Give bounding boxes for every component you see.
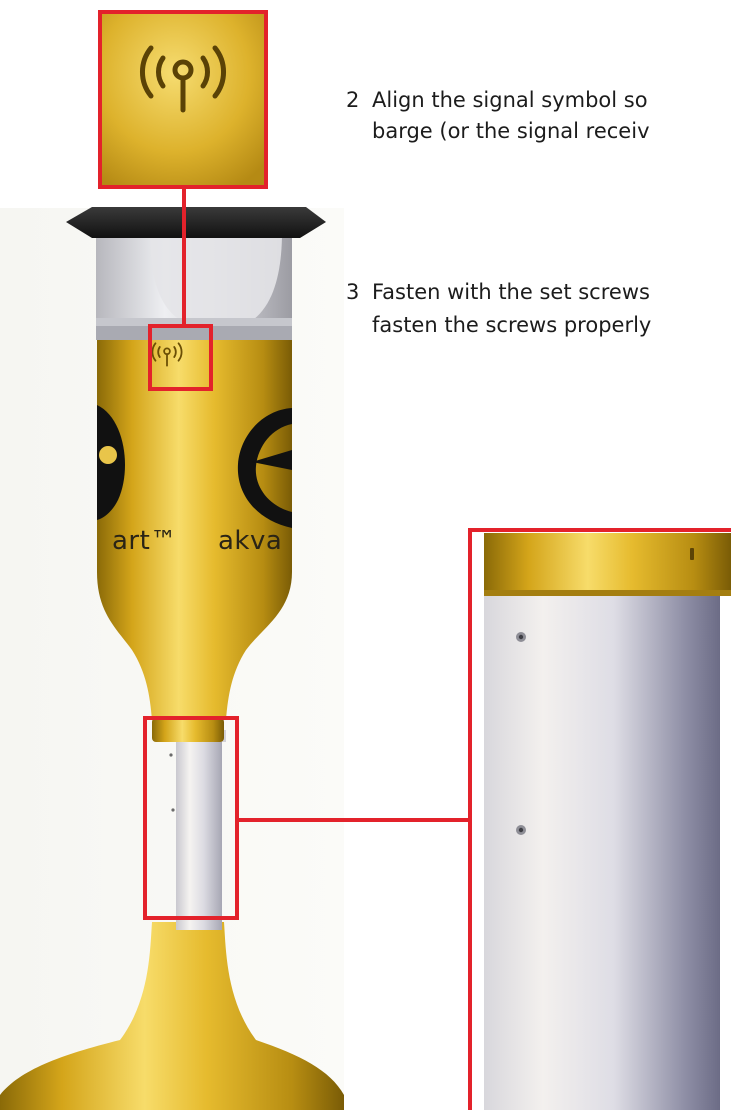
set-screw-icon xyxy=(171,808,175,812)
buoy-gold-body xyxy=(97,340,292,720)
instruction-step-3: 3 Fasten with the set screws fasten the s… xyxy=(346,282,651,336)
enlarged-tube xyxy=(484,590,720,1110)
step-number: 2 xyxy=(346,88,360,112)
set-screw-icon xyxy=(169,753,173,757)
tube-collar xyxy=(152,718,224,742)
step-text-line-2: barge (or the signal receiv xyxy=(372,119,650,143)
set-screw-icon xyxy=(516,632,526,642)
brand-mark-left: art™ xyxy=(112,526,177,556)
step-number: 3 xyxy=(346,280,360,304)
signal-symbol-highlight xyxy=(148,324,213,391)
signal-antenna-icon xyxy=(140,45,226,113)
brand-mark-right: akva xyxy=(218,526,283,556)
step-text-line-2: fasten the screws properly xyxy=(372,313,652,337)
step-text-line-1: Align the signal symbol so xyxy=(372,88,648,112)
enlarged-collar xyxy=(484,533,731,595)
step-text-line-1: Fasten with the set screws xyxy=(372,280,650,304)
buoy-black-cap xyxy=(66,207,326,238)
instruction-step-2: 2 Align the signal symbol so barge (or th… xyxy=(346,90,650,142)
buoy-base-bulb-body xyxy=(0,922,344,1110)
set-screw-icon xyxy=(516,825,526,835)
lower-tube xyxy=(176,735,222,930)
signal-antenna-icon xyxy=(151,342,183,367)
